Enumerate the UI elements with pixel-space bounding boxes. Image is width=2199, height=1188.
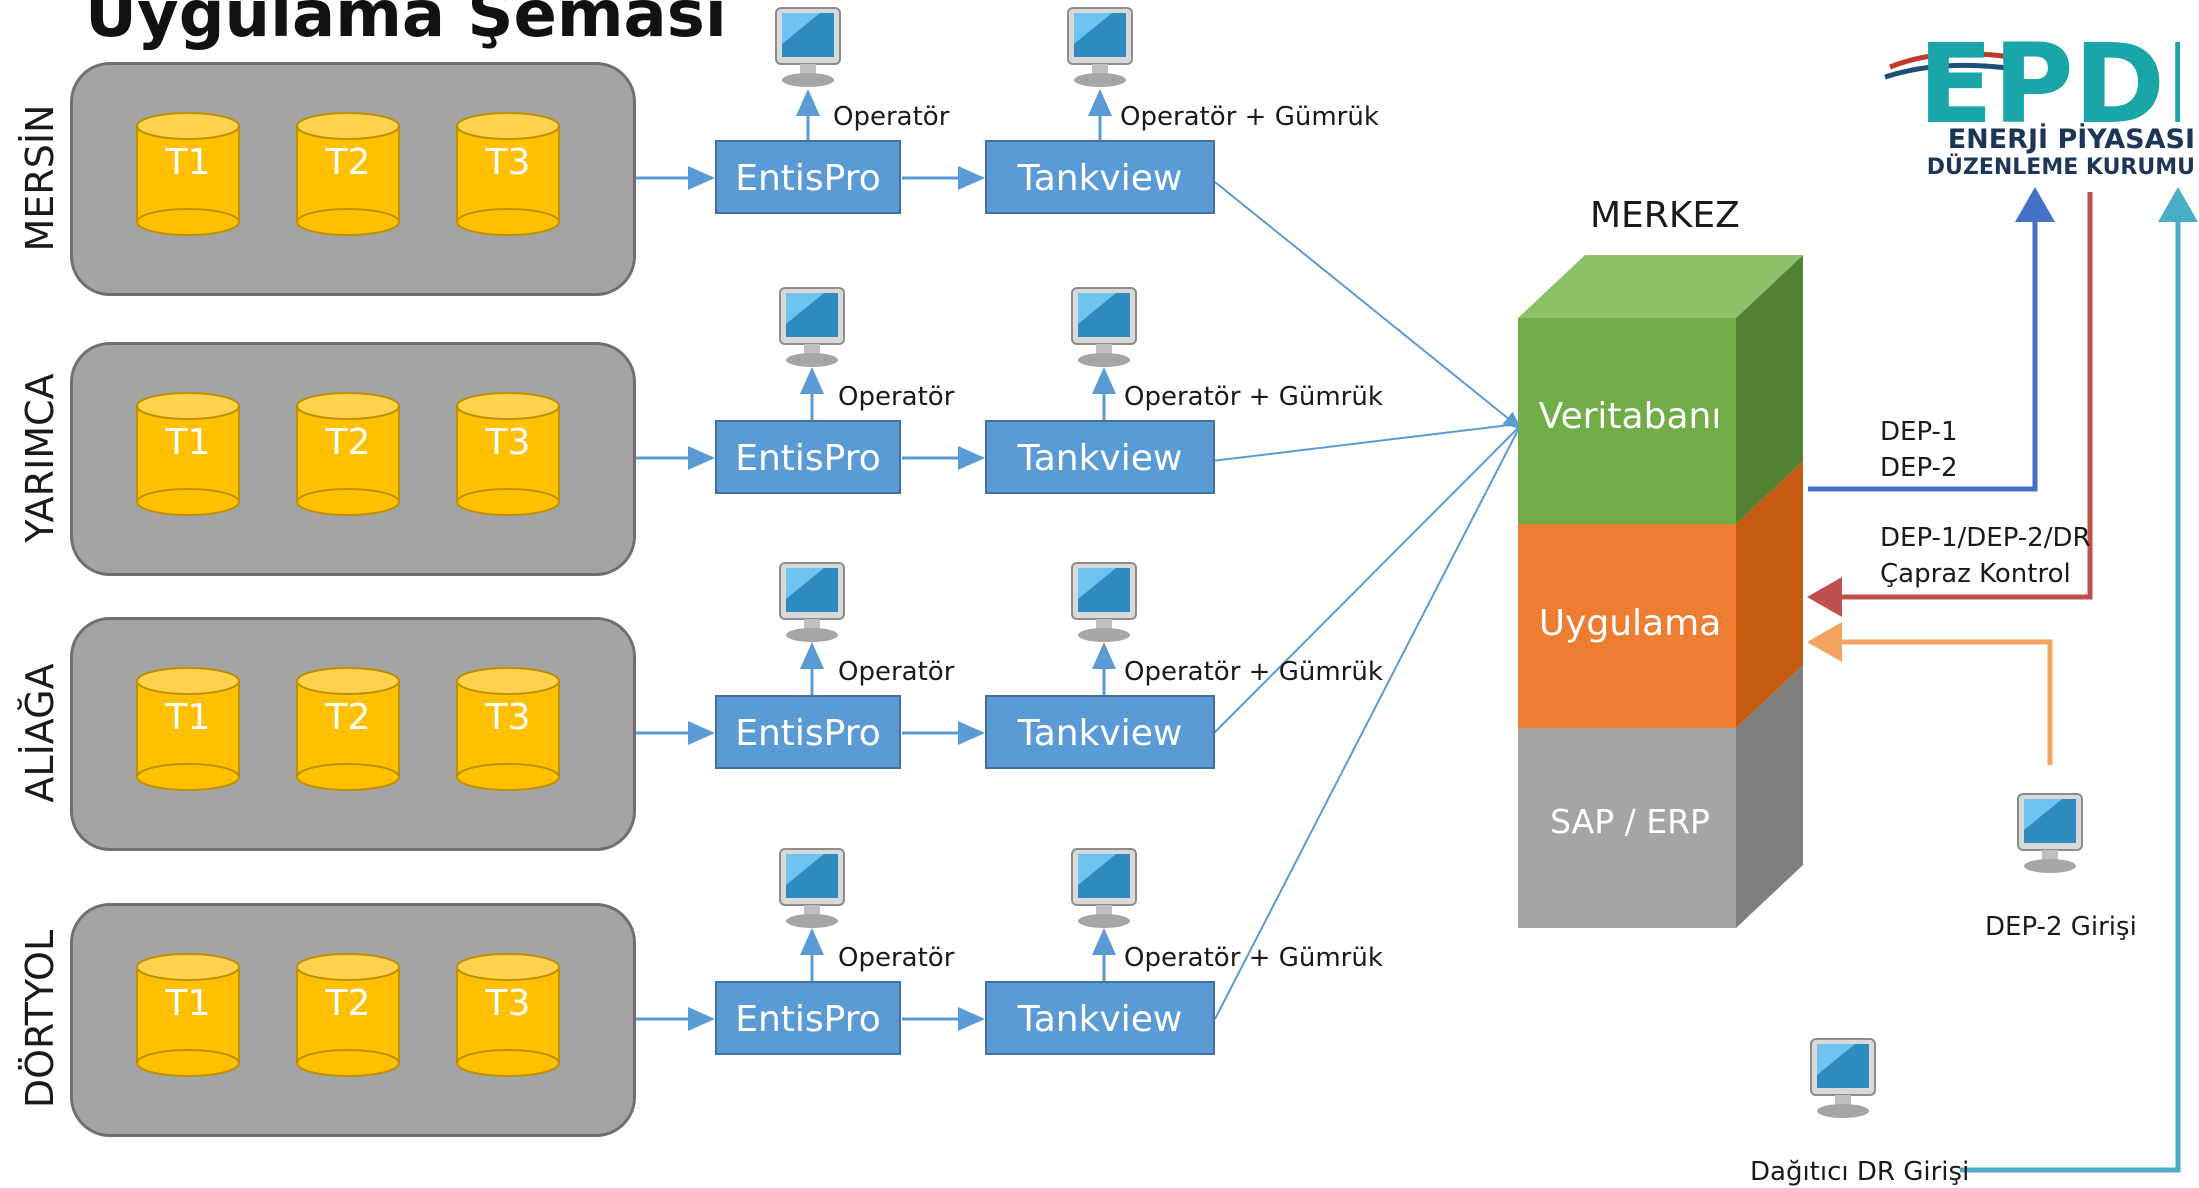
- entispro-box: EntisPro: [715, 695, 901, 769]
- row-dortyol-connectors: [632, 429, 1519, 1031]
- operator-monitor-icon: [774, 284, 854, 374]
- operator-monitor-icon: [770, 4, 850, 94]
- cross-check-label-1: DEP-1/DEP-2/DR: [1880, 523, 2091, 553]
- tank-label: T2: [325, 422, 371, 463]
- operator-customs-label: Operatör + Gümrük: [1120, 102, 1379, 132]
- app-layer-label: Uygulama: [1538, 603, 1722, 644]
- epdk-logo: EPDK: [1884, 20, 2180, 127]
- dep1-label: DEP-1: [1880, 417, 1958, 447]
- operator-label: Operatör: [838, 943, 955, 973]
- dr-entry-label: Dağıtıcı DR Girişi: [1750, 1157, 1970, 1187]
- entispro-box: EntisPro: [715, 140, 901, 214]
- tank-label: T3: [485, 142, 531, 183]
- tank-label: T1: [165, 983, 211, 1024]
- merkez-title: MERKEZ: [1590, 195, 1740, 236]
- dep2-entry-label: DEP-2 Girişi: [1985, 912, 2137, 942]
- dr-entry-arrow: [1960, 187, 2198, 1173]
- dep-flow-arrow: [1808, 187, 2055, 492]
- tank-cylinder: T1: [135, 667, 241, 791]
- tank-cylinder: T2: [295, 953, 401, 1077]
- tank-label: T1: [165, 422, 211, 463]
- operator-label: Operatör: [838, 382, 955, 412]
- dep2-entry-monitor-icon: [2012, 790, 2092, 880]
- customs-monitor-icon: [1062, 4, 1142, 94]
- sap-layer-label: SAP / ERP: [1550, 802, 1710, 841]
- tank-label: T2: [325, 697, 371, 738]
- region-label: MERSİN: [18, 104, 62, 252]
- tank-label: T2: [325, 142, 371, 183]
- tank-cylinder: T1: [135, 392, 241, 516]
- tank-label: T2: [325, 983, 371, 1024]
- operator-monitor-icon: [774, 845, 854, 935]
- tank-cylinder: T3: [455, 953, 561, 1077]
- tankview-box: Tankview: [985, 695, 1215, 769]
- operator-customs-label: Operatör + Gümrük: [1124, 943, 1383, 973]
- tankview-box: Tankview: [985, 981, 1215, 1055]
- tank-cylinder: T3: [455, 667, 561, 791]
- row-aliaga-connectors: [632, 427, 1519, 745]
- tank-label: T3: [485, 983, 531, 1024]
- dep2-label: DEP-2: [1880, 453, 1958, 483]
- tank-label: T1: [165, 142, 211, 183]
- cross-check-label-2: Çapraz Kontrol: [1880, 559, 2071, 589]
- tank-cylinder: T2: [295, 112, 401, 236]
- epdk-name-line2: DÜZENLEME KURUMU: [1926, 155, 2195, 180]
- db-layer-label: Veritabanı: [1538, 396, 1722, 437]
- operator-customs-label: Operatör + Gümrük: [1124, 382, 1383, 412]
- region-label: YARIMCA: [18, 373, 62, 543]
- tank-cylinder: T1: [135, 112, 241, 236]
- customs-monitor-icon: [1066, 845, 1146, 935]
- tank-cylinder: T1: [135, 953, 241, 1077]
- entispro-box: EntisPro: [715, 981, 901, 1055]
- cross-check-arrow: [1807, 192, 2093, 617]
- dr-entry-monitor-icon: [1805, 1035, 1885, 1125]
- customs-monitor-icon: [1066, 284, 1146, 374]
- region-label: ALİAĞA: [18, 663, 62, 803]
- dep2-entry-arrow: [1807, 622, 2053, 765]
- row-mersin-connectors: [632, 89, 1522, 430]
- epdk-logo-letters: EPDK: [1918, 20, 2180, 127]
- tank-label: T3: [485, 697, 531, 738]
- epdk-name-line1: ENERJİ PİYASASI: [1947, 124, 2195, 155]
- row-yarimca-connectors: [632, 367, 1519, 470]
- tank-label: T3: [485, 422, 531, 463]
- operator-monitor-icon: [774, 559, 854, 649]
- region-label: DÖRTYOL: [18, 929, 62, 1109]
- customs-monitor-icon: [1066, 559, 1146, 649]
- operator-label: Operatör: [833, 102, 950, 132]
- tank-label: T1: [165, 697, 211, 738]
- page-title: Uygulama Şeması: [85, 0, 727, 52]
- tank-cylinder: T3: [455, 112, 561, 236]
- entispro-box: EntisPro: [715, 420, 901, 494]
- tank-cylinder: T3: [455, 392, 561, 516]
- tankview-box: Tankview: [985, 140, 1215, 214]
- operator-label: Operatör: [838, 657, 955, 687]
- operator-customs-label: Operatör + Gümrük: [1124, 657, 1383, 687]
- tank-cylinder: T2: [295, 392, 401, 516]
- tank-cylinder: T2: [295, 667, 401, 791]
- tankview-box: Tankview: [985, 420, 1215, 494]
